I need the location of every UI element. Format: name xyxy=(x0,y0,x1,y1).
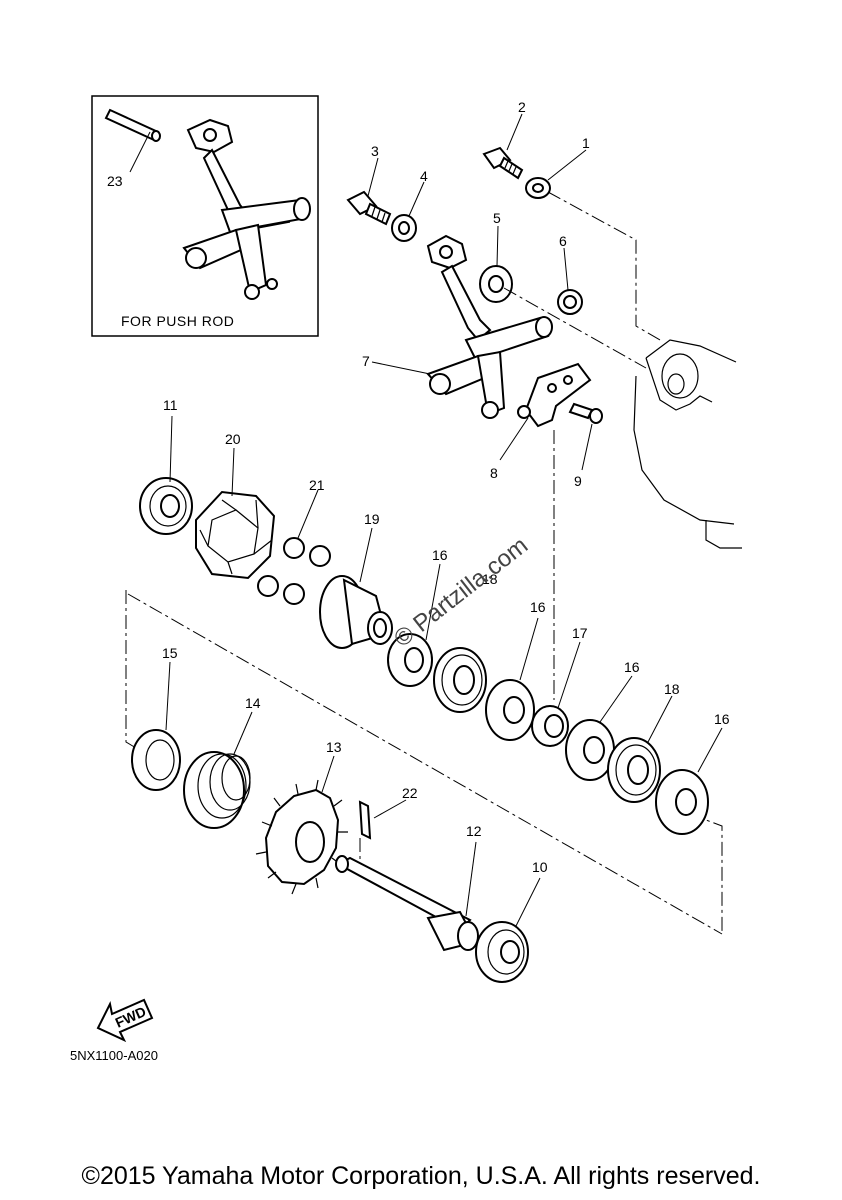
push-rod-part xyxy=(104,108,161,142)
catalog-code: 5NX1100-A020 xyxy=(70,1048,158,1063)
part-label-18-a: 18 xyxy=(482,571,498,587)
guide-19 xyxy=(319,575,393,649)
forward-arrow: FWD xyxy=(96,998,154,1043)
part-label-2: 2 xyxy=(518,99,526,115)
part-label-16-b: 16 xyxy=(530,599,546,615)
part-label-21: 21 xyxy=(309,477,325,493)
part-label-3: 3 xyxy=(371,143,379,159)
kick-parts xyxy=(131,415,723,983)
inset-lever-assembly xyxy=(182,118,311,300)
screw-9 xyxy=(568,402,603,424)
part-label-16-d: 16 xyxy=(714,711,730,727)
lever-shaft-7 xyxy=(426,316,553,419)
part-label-19: 19 xyxy=(364,511,380,527)
bolt-2 xyxy=(482,146,524,180)
crankcase-fragment xyxy=(633,339,742,549)
part-label-4: 4 xyxy=(420,168,428,184)
part-label-18-b: 18 xyxy=(664,681,680,697)
part-label-10: 10 xyxy=(532,859,548,875)
upper-lever-assembly xyxy=(346,113,603,471)
part-label-22: 22 xyxy=(402,785,418,801)
bearing-11 xyxy=(139,477,193,535)
part-label-14: 14 xyxy=(245,695,261,711)
part-label-5: 5 xyxy=(493,210,501,226)
part-label-9: 9 xyxy=(574,473,582,489)
oil-seal-15 xyxy=(131,729,181,791)
thrust-bearing-18-a xyxy=(433,647,487,713)
part-label-23: 23 xyxy=(107,173,123,189)
part-label-8: 8 xyxy=(490,465,498,481)
copyright-notice: ©2015 Yamaha Motor Corporation, U.S.A. A… xyxy=(81,1162,761,1190)
watermark: © Partzilla.com xyxy=(389,532,533,653)
part-label-12: 12 xyxy=(466,823,482,839)
pin-22 xyxy=(358,800,372,840)
inset-caption: FOR PUSH ROD xyxy=(121,313,234,329)
part-label-7: 7 xyxy=(362,353,370,369)
kick-shaft-12 xyxy=(335,855,479,952)
part-labels: 1 2 3 4 5 6 7 8 9 10 11 12 13 14 15 16 1… xyxy=(162,99,730,875)
thrust-bearing-18-b xyxy=(607,737,661,803)
part-label-15: 15 xyxy=(162,645,178,661)
part-label-11: 11 xyxy=(163,397,178,413)
part-label-16-a: 16 xyxy=(432,547,448,563)
inset-push-rod: 23 FOR PUSH ROD xyxy=(91,95,319,337)
part-label-16-c: 16 xyxy=(624,659,640,675)
balls-21 xyxy=(257,537,331,605)
ratchet-20 xyxy=(195,490,276,580)
spring-14 xyxy=(183,751,251,829)
part-label-20: 20 xyxy=(225,431,241,447)
bearing-10 xyxy=(475,921,529,983)
part-label-1: 1 xyxy=(582,135,590,151)
part-label-17: 17 xyxy=(572,625,588,641)
bracket-8 xyxy=(517,362,592,428)
kick-gear-13 xyxy=(255,779,348,895)
part-label-13: 13 xyxy=(326,739,342,755)
part-label-6: 6 xyxy=(559,233,567,249)
bolt-3 xyxy=(346,190,392,226)
